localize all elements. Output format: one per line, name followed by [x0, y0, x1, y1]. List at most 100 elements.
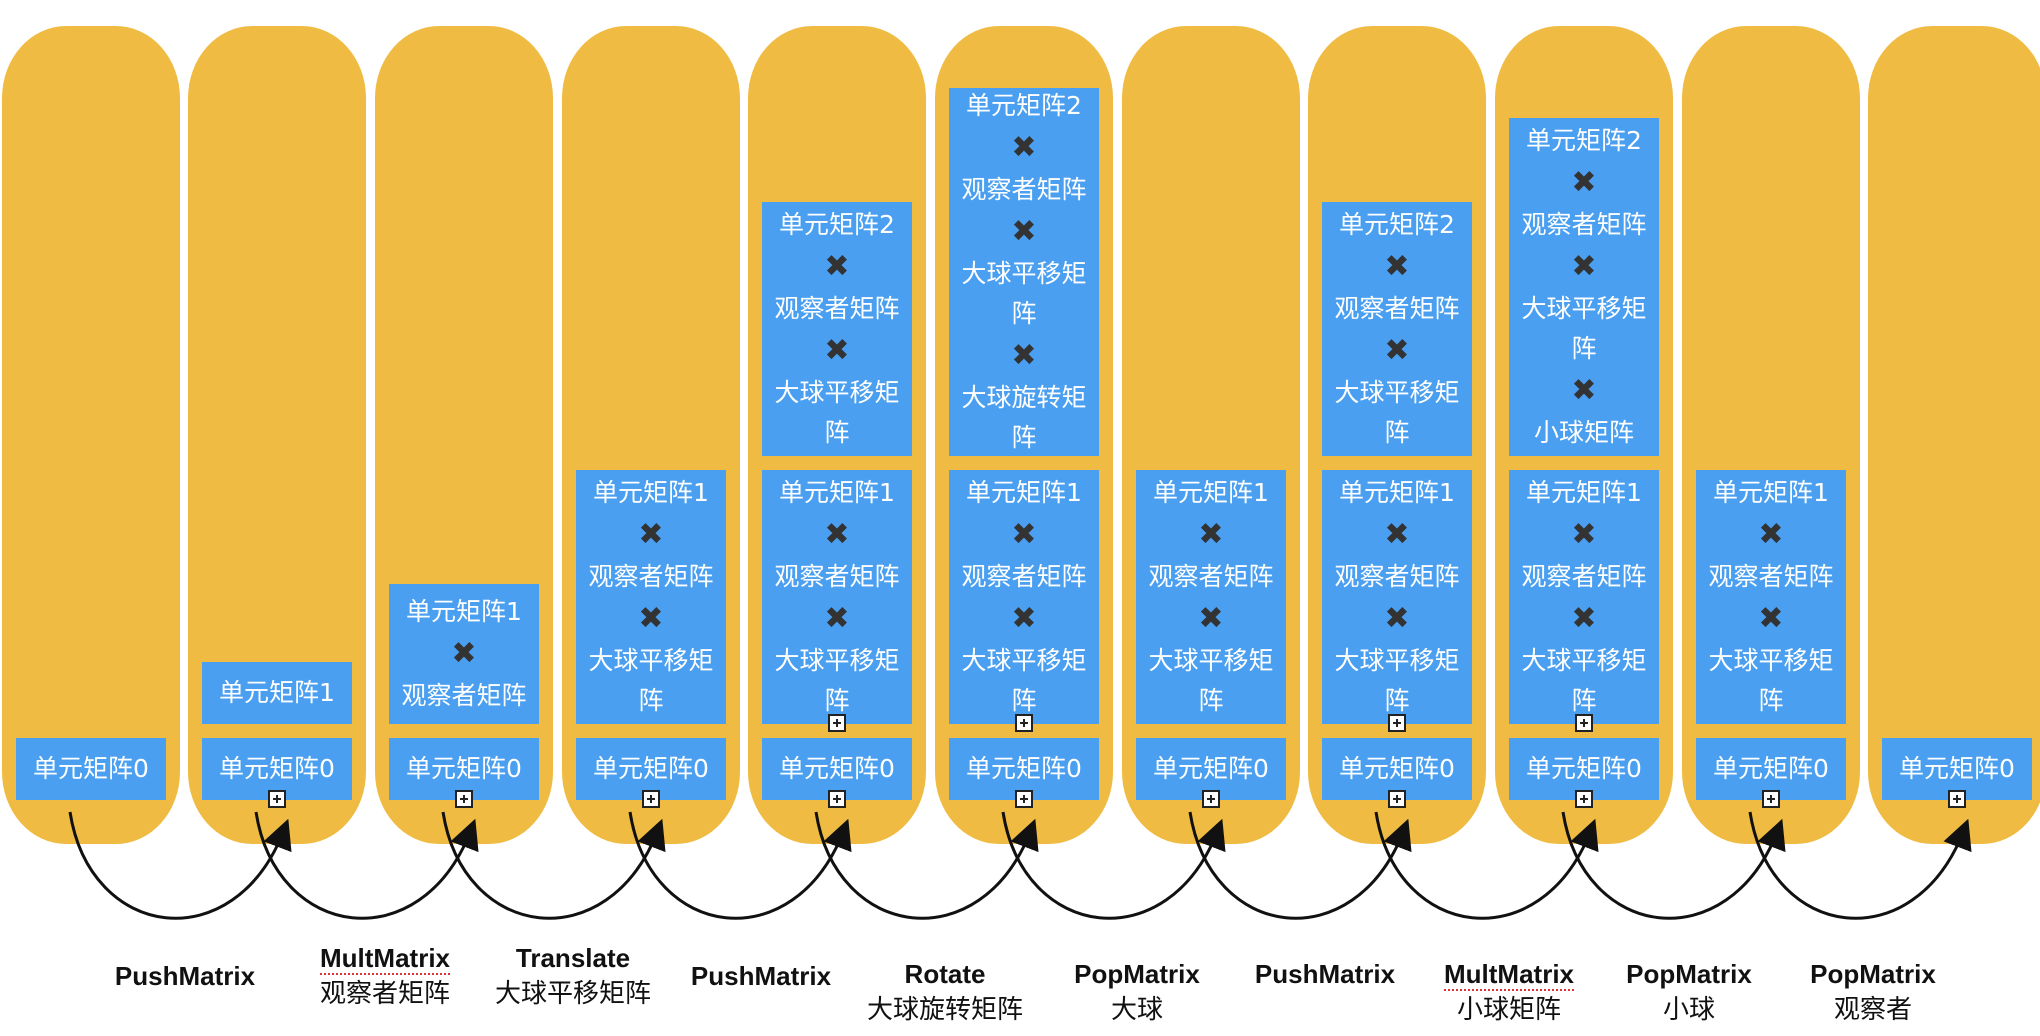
multiply-icon: ✖ [1384, 601, 1410, 636]
multiply-icon: ✖ [1011, 130, 1037, 165]
operation-name: MultMatrix [1444, 959, 1574, 991]
matrix-box: 单元矩阵2✖观察者矩阵✖大球平移矩阵✖大球旋转矩阵 [949, 88, 1099, 456]
multiply-icon: ✖ [1571, 517, 1597, 552]
operation-label: Translate 大球平移矩阵 [488, 940, 658, 1012]
operation-name: PushMatrix [114, 961, 256, 991]
matrix-label: 单元矩阵0 [1899, 754, 2015, 783]
matrix-box: 单元矩阵0 [762, 738, 912, 800]
matrix-box: 单元矩阵1✖观察者矩阵✖大球平移矩阵 [1322, 470, 1472, 724]
matrix-box: 单元矩阵1 ✖ 观察者矩阵 [389, 584, 539, 724]
operation-argument: 大球旋转矩阵 [866, 995, 1023, 1025]
stack-pointer-icon [1948, 790, 1966, 808]
matrix-label: 单元矩阵0 [406, 754, 522, 783]
operation-argument: 小球 [1662, 995, 1715, 1025]
multiply-icon: ✖ [1571, 601, 1597, 636]
transition-arrow [1748, 811, 1972, 920]
matrix-label: 单元矩阵2 [779, 210, 895, 239]
matrix-box: 单元矩阵0 [389, 738, 539, 800]
matrix-label: 观察者矩阵 [1708, 562, 1834, 591]
matrix-box: 单元矩阵0 [576, 738, 726, 800]
multiply-icon: ✖ [1198, 601, 1224, 636]
stack-pointer-icon [1388, 714, 1406, 732]
multiply-icon: ✖ [1384, 249, 1410, 284]
multiply-icon: ✖ [1758, 517, 1784, 552]
matrix-label: 单元矩阵2 [966, 91, 1082, 120]
matrix-label: 观察者矩阵 [961, 562, 1087, 591]
matrix-label: 观察者矩阵 [774, 562, 900, 591]
matrix-box: 单元矩阵1✖观察者矩阵✖大球平移矩阵 [576, 470, 726, 724]
stack-pointer-icon [1015, 714, 1033, 732]
operation-name: PopMatrix [1626, 959, 1752, 989]
matrix-label: 大球平移矩阵 [961, 259, 1087, 328]
matrix-box: 单元矩阵1✖观察者矩阵✖大球平移矩阵 [949, 470, 1099, 724]
matrix-label: 单元矩阵1 [1339, 478, 1455, 507]
matrix-label: 单元矩阵1 [219, 678, 335, 707]
multiply-icon: ✖ [1758, 601, 1784, 636]
operation-label: PushMatrix [100, 958, 270, 994]
stack-pointer-icon [1388, 790, 1406, 808]
matrix-label: 观察者矩阵 [1521, 562, 1647, 591]
matrix-label: 大球平移矩阵 [1334, 646, 1460, 715]
operation-label: PopMatrix 观察者 [1788, 956, 1958, 1028]
matrix-label: 大球平移矩阵 [961, 646, 1087, 715]
matrix-label: 单元矩阵0 [1339, 754, 1455, 783]
transition-arrow [1188, 811, 1412, 920]
operation-label: Rotate 大球旋转矩阵 [860, 956, 1030, 1028]
transition-arrow [628, 811, 852, 920]
operation-name: Rotate [904, 959, 986, 989]
multiply-icon: ✖ [824, 601, 850, 636]
stack-pointer-icon [828, 714, 846, 732]
operation-argument: 大球平移矩阵 [494, 979, 651, 1009]
operation-label: PushMatrix [676, 958, 846, 994]
multiply-icon: ✖ [1571, 373, 1597, 408]
operation-name: Translate [515, 943, 631, 973]
multiply-icon: ✖ [1571, 249, 1597, 284]
operation-name: MultMatrix [320, 943, 450, 975]
stack-column-10 [1868, 26, 2040, 844]
stack-pointer-icon [1762, 790, 1780, 808]
stack-pointer-icon [642, 790, 660, 808]
multiply-icon: ✖ [1011, 601, 1037, 636]
matrix-label: 单元矩阵0 [219, 754, 335, 783]
matrix-box: 单元矩阵0 [16, 738, 166, 800]
operation-name: PushMatrix [690, 961, 832, 991]
matrix-label: 单元矩阵0 [1713, 754, 1829, 783]
matrix-label: 大球平移矩阵 [774, 646, 900, 715]
matrix-label: 单元矩阵1 [779, 478, 895, 507]
multiply-icon: ✖ [1011, 338, 1037, 373]
transition-arrow [1561, 811, 1786, 920]
transition-arrow [68, 811, 292, 920]
matrix-label: 观察者矩阵 [1334, 562, 1460, 591]
matrix-label: 单元矩阵1 [1153, 478, 1269, 507]
matrix-label: 观察者矩阵 [401, 681, 527, 710]
operation-label: PushMatrix [1240, 956, 1410, 992]
matrix-label: 观察者矩阵 [588, 562, 714, 591]
matrix-label: 单元矩阵1 [406, 597, 522, 626]
stack-pointer-icon [1015, 790, 1033, 808]
operation-name: PopMatrix [1810, 959, 1936, 989]
matrix-label: 观察者矩阵 [774, 294, 900, 323]
matrix-box: 单元矩阵1✖观察者矩阵✖大球平移矩阵 [762, 470, 912, 724]
multiply-icon: ✖ [638, 517, 664, 552]
operation-name: PushMatrix [1254, 959, 1396, 989]
stack-column-0 [2, 26, 180, 844]
multiply-icon: ✖ [451, 636, 477, 671]
matrix-box: 单元矩阵0 [1509, 738, 1659, 800]
matrix-box: 单元矩阵0 [949, 738, 1099, 800]
matrix-label: 单元矩阵1 [1526, 478, 1642, 507]
matrix-label: 大球平移矩阵 [1148, 646, 1274, 715]
operation-argument: 观察者矩阵 [319, 979, 450, 1009]
matrix-label: 单元矩阵0 [779, 754, 895, 783]
matrix-label: 单元矩阵1 [966, 478, 1082, 507]
matrix-label: 单元矩阵2 [1339, 210, 1455, 239]
operation-label: PopMatrix 小球 [1604, 956, 1774, 1028]
stack-pointer-icon [1575, 714, 1593, 732]
matrix-label: 观察者矩阵 [961, 175, 1087, 204]
stack-pointer-icon [1575, 790, 1593, 808]
stack-pointer-icon [1202, 790, 1220, 808]
multiply-icon: ✖ [824, 249, 850, 284]
operation-argument: 观察者 [1833, 995, 1912, 1025]
